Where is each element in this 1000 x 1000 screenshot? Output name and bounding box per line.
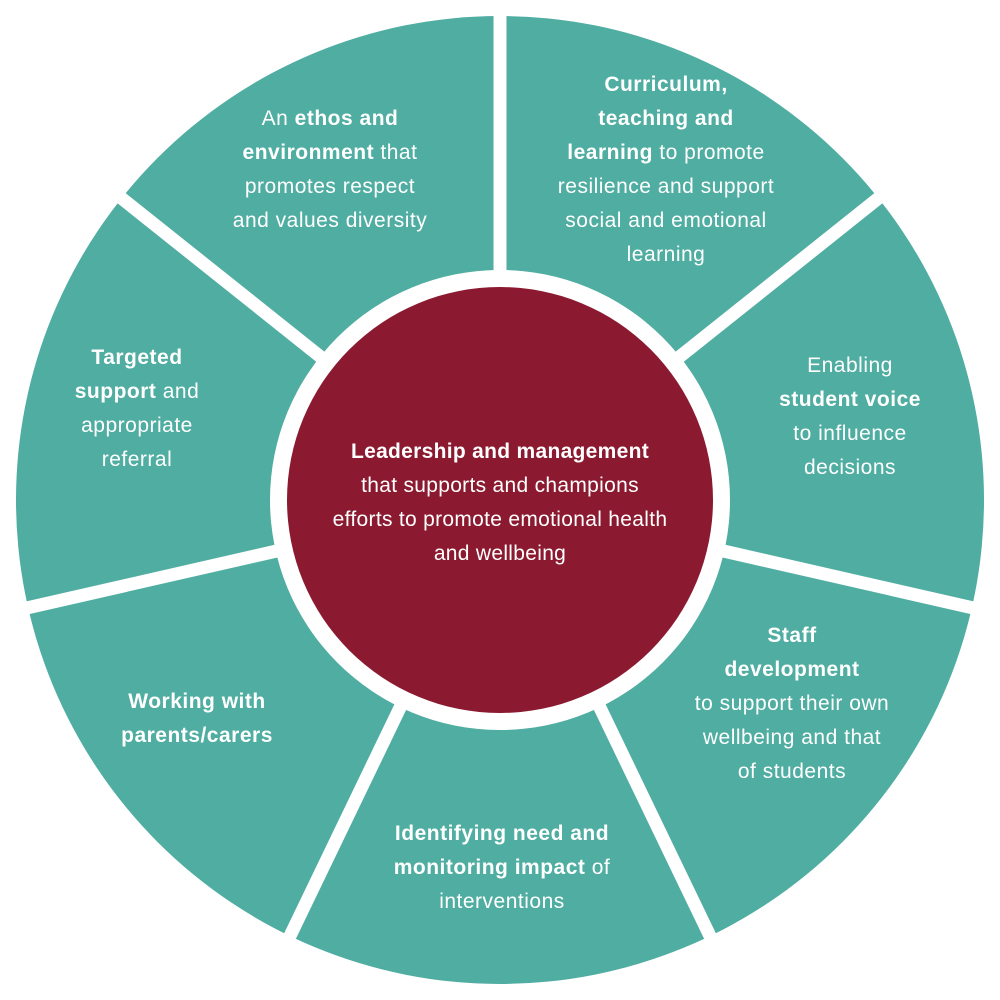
student-voice-text-1: Enabling: [807, 354, 893, 377]
student-voice-text-3: to influence: [793, 422, 907, 445]
ethos-text-2: that: [374, 141, 418, 164]
curriculum-title-1: Curriculum,: [604, 73, 728, 96]
center-title: Leadership and management: [350, 440, 650, 463]
identifying-need-text-2: of: [585, 856, 611, 879]
segment-curriculum-label: Curriculum, teaching and learning to pro…: [558, 68, 774, 272]
segment-targeted-support-label: Targeted support and appropriate referra…: [75, 341, 200, 477]
segment-student-voice-label: Enabling student voice to influence deci…: [779, 349, 921, 485]
segment-divider: [580, 677, 721, 949]
curriculum-text-6: learning: [626, 243, 706, 266]
student-voice-title: student voice: [779, 388, 921, 411]
targeted-support-text-3: appropriate: [81, 414, 193, 437]
center-label: Leadership and management that supports …: [333, 435, 668, 571]
targeted-support-text-4: referral: [101, 448, 173, 471]
center-line-1: that supports and champions: [361, 474, 639, 497]
ethos-text-4: and values diversity: [232, 209, 428, 232]
segment-dividers: [15, 5, 985, 949]
curriculum-title-3: learning: [567, 141, 653, 164]
segment-divider: [693, 538, 985, 617]
staff-development-title-2: development: [724, 658, 860, 681]
ethos-text-1: An: [261, 107, 295, 130]
segment-divider: [108, 186, 348, 381]
identifying-need-title-2: monitoring impact: [393, 856, 586, 879]
staff-development-text-3: to support their own: [694, 692, 890, 715]
ethos-title-2: environment: [242, 141, 375, 164]
segment-identifying-need-label: Identifying need and monitoring impact o…: [394, 817, 611, 919]
segment-divider: [15, 538, 307, 617]
segment-divider: [279, 677, 420, 949]
segment-divider: [652, 186, 892, 381]
student-voice-text-4: decisions: [803, 456, 897, 479]
center-hub: [287, 287, 713, 713]
targeted-support-text-2: and: [156, 380, 200, 403]
parents-carers-title-1: Working with: [128, 690, 266, 713]
curriculum-text-3: to promote: [652, 141, 765, 164]
curriculum-title-2: teaching and: [598, 107, 734, 130]
ethos-text-3: promotes respect: [244, 175, 416, 198]
center-line-2: efforts to promote emotional health: [332, 508, 668, 531]
curriculum-text-4: resilience and support: [557, 175, 775, 198]
targeted-support-title-2: support: [74, 380, 157, 403]
segment-parents-carers-label: Working with parents/carers: [121, 685, 273, 753]
curriculum-text-5: social and emotional: [565, 209, 767, 232]
identifying-need-title-1: Identifying need and: [394, 822, 610, 845]
parents-carers-title-2: parents/carers: [121, 724, 273, 747]
staff-development-title-1: Staff: [767, 624, 817, 647]
ethos-title-1: ethos and: [294, 107, 399, 130]
center-line-3: and wellbeing: [433, 542, 567, 565]
targeted-support-title-1: Targeted: [91, 346, 183, 369]
staff-development-text-4: wellbeing and that: [702, 726, 882, 749]
identifying-need-text-3: interventions: [439, 890, 565, 913]
segment-staff-development-label: Staff development to support their own w…: [695, 619, 889, 789]
segment-ethos-environment-label: An ethos and environment that promotes r…: [233, 102, 427, 238]
staff-development-text-5: of students: [737, 760, 847, 783]
